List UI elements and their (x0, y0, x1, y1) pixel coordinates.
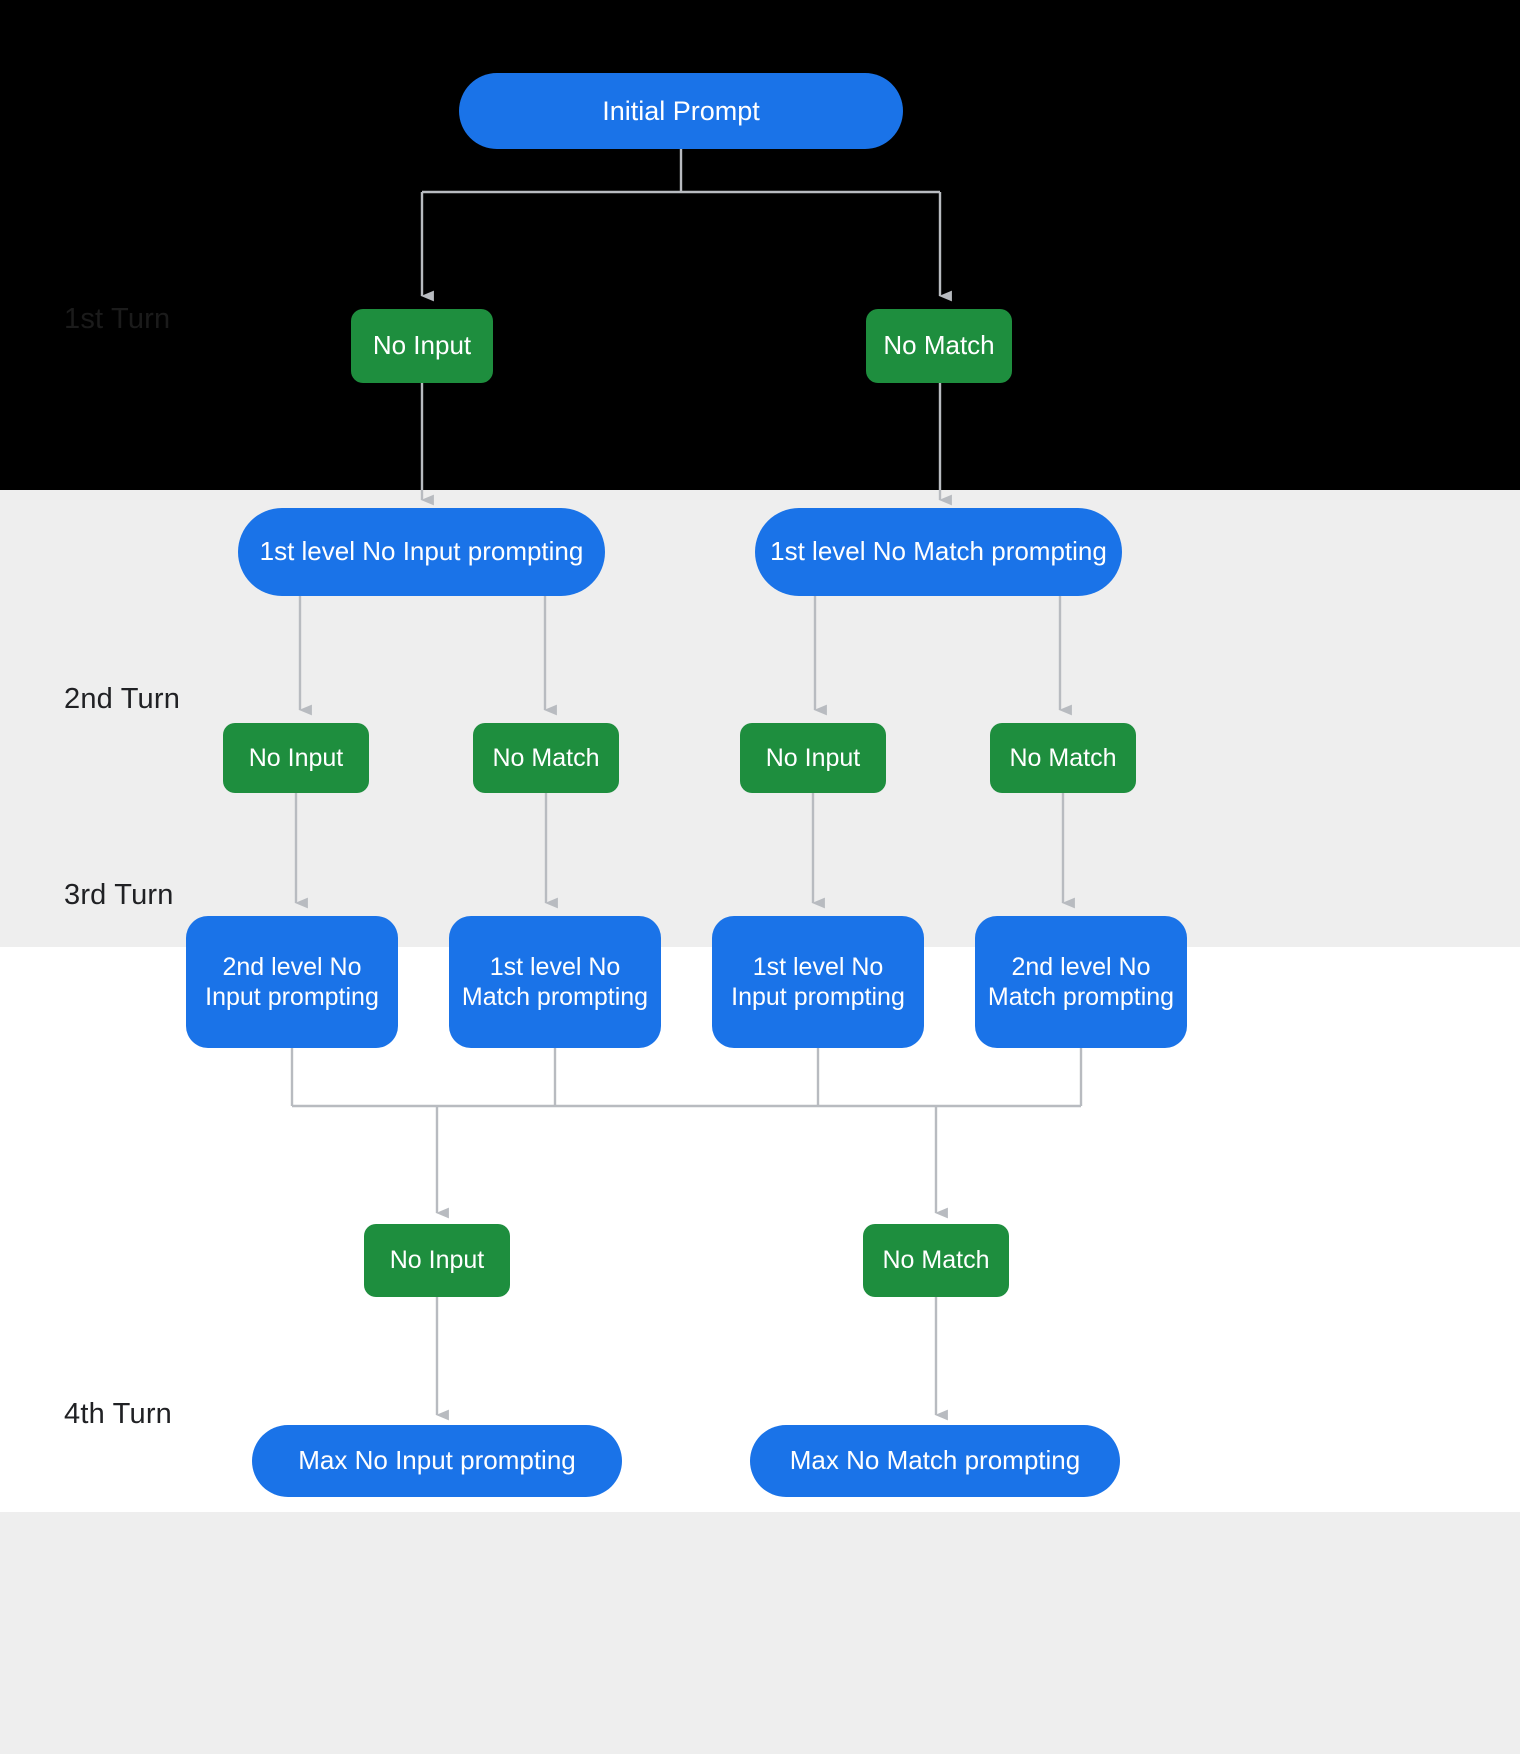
turn-label-1st: 1st Turn (64, 303, 171, 335)
node-initial-prompt[interactable]: Initial Prompt (459, 73, 903, 149)
node-2nd-turn-no-input-b[interactable]: No Input (740, 723, 886, 793)
node-1st-turn-no-input[interactable]: No Input (351, 309, 493, 383)
node-1st-level-no-match-prompting[interactable]: 1st level No Match prompting (755, 508, 1122, 596)
node-3rd-turn-1st-level-no-match-prompting[interactable]: 1st level No Match prompting (449, 916, 661, 1048)
node-max-no-match-prompting[interactable]: Max No Match prompting (750, 1425, 1120, 1497)
node-1st-level-no-input-prompting[interactable]: 1st level No Input prompting (238, 508, 605, 596)
turn-label-2nd: 2nd Turn (64, 683, 181, 715)
node-2nd-turn-no-match-a[interactable]: No Match (473, 723, 619, 793)
node-3rd-turn-no-input[interactable]: No Input (364, 1224, 510, 1297)
node-1st-turn-no-match[interactable]: No Match (866, 309, 1012, 383)
node-2nd-level-no-input-prompting[interactable]: 2nd level No Input prompting (186, 916, 398, 1048)
turn-label-4th: 4th Turn (64, 1398, 172, 1430)
node-3rd-turn-1st-level-no-input-prompting[interactable]: 1st level No Input prompting (712, 916, 924, 1048)
node-2nd-level-no-match-prompting[interactable]: 2nd level No Match prompting (975, 916, 1187, 1048)
node-max-no-input-prompting[interactable]: Max No Input prompting (252, 1425, 622, 1497)
node-2nd-turn-no-match-b[interactable]: No Match (990, 723, 1136, 793)
node-2nd-turn-no-input-a[interactable]: No Input (223, 723, 369, 793)
node-3rd-turn-no-match[interactable]: No Match (863, 1224, 1009, 1297)
turn-label-3rd: 3rd Turn (64, 879, 174, 911)
turn-band-4 (0, 1512, 1520, 1754)
